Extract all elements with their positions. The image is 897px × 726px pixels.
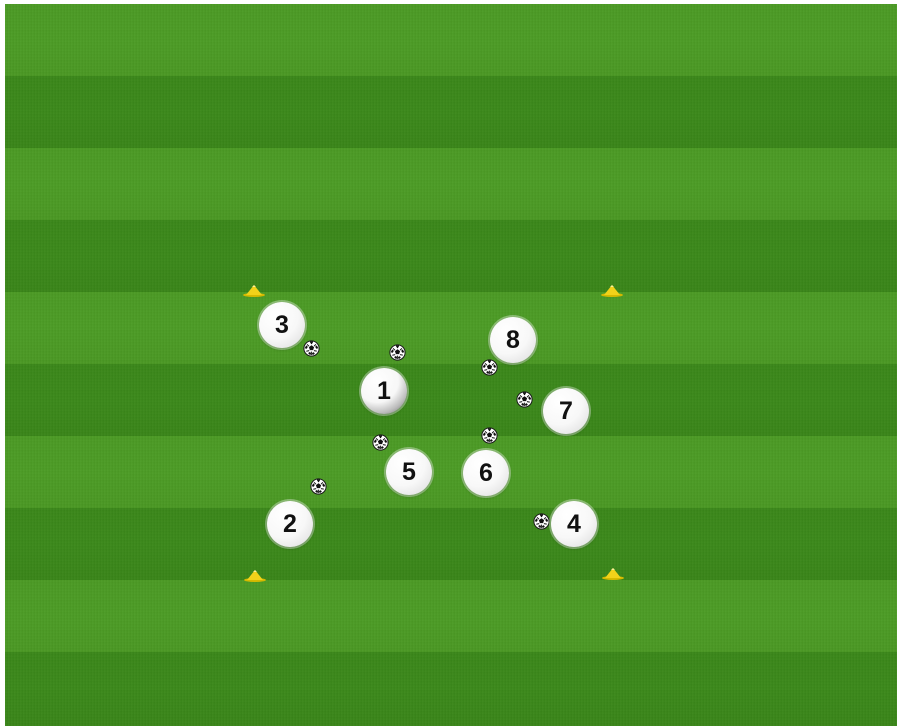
soccer-ball-icon [533,513,550,530]
player-label: 1 [377,379,391,404]
player-7: 7 [543,388,589,434]
cone-top-right [600,283,624,297]
pitch-stripe [5,76,897,148]
pitch-stripe [5,580,897,652]
ball-7 [310,478,327,495]
player-label: 5 [402,460,416,485]
player-label: 2 [283,512,297,537]
ball-1 [303,340,320,357]
ball-5 [372,434,389,451]
player-label: 8 [506,328,520,353]
player-2: 2 [267,501,313,547]
cone-icon [600,283,624,297]
player-label: 4 [567,512,581,537]
pitch-stripe [5,652,897,726]
player-4: 4 [551,501,597,547]
cone-icon [242,283,266,297]
soccer-ball-icon [303,340,320,357]
player-label: 7 [559,399,573,424]
pitch-stripe [5,148,897,220]
soccer-ball-icon [372,434,389,451]
pitch-stripe [5,364,897,436]
soccer-ball-icon [516,391,533,408]
pitch-stripe [5,4,897,76]
pitch-stripe [5,292,897,364]
cone-icon [243,568,267,582]
soccer-ball-icon [310,478,327,495]
player-6: 6 [463,450,509,496]
player-8: 8 [490,317,536,363]
player-5: 5 [386,449,432,495]
player-3: 3 [259,302,305,348]
ball-2 [389,344,406,361]
cone-top-left [242,283,266,297]
pitch-stripe [5,220,897,292]
soccer-ball-icon [481,359,498,376]
cone-icon [601,566,625,580]
ball-4 [516,391,533,408]
player-label: 3 [275,313,289,338]
ball-8 [533,513,550,530]
ball-6 [481,427,498,444]
pitch-stripe [5,508,897,580]
player-label: 6 [479,461,493,486]
soccer-ball-icon [481,427,498,444]
ball-3 [481,359,498,376]
soccer-pitch: 3 8 1 7 5 6 2 4 [5,4,897,726]
cone-bottom-right [601,566,625,580]
soccer-ball-icon [389,344,406,361]
cone-bottom-left [243,568,267,582]
player-1: 1 [361,368,407,414]
pitch-stripe [5,436,897,508]
